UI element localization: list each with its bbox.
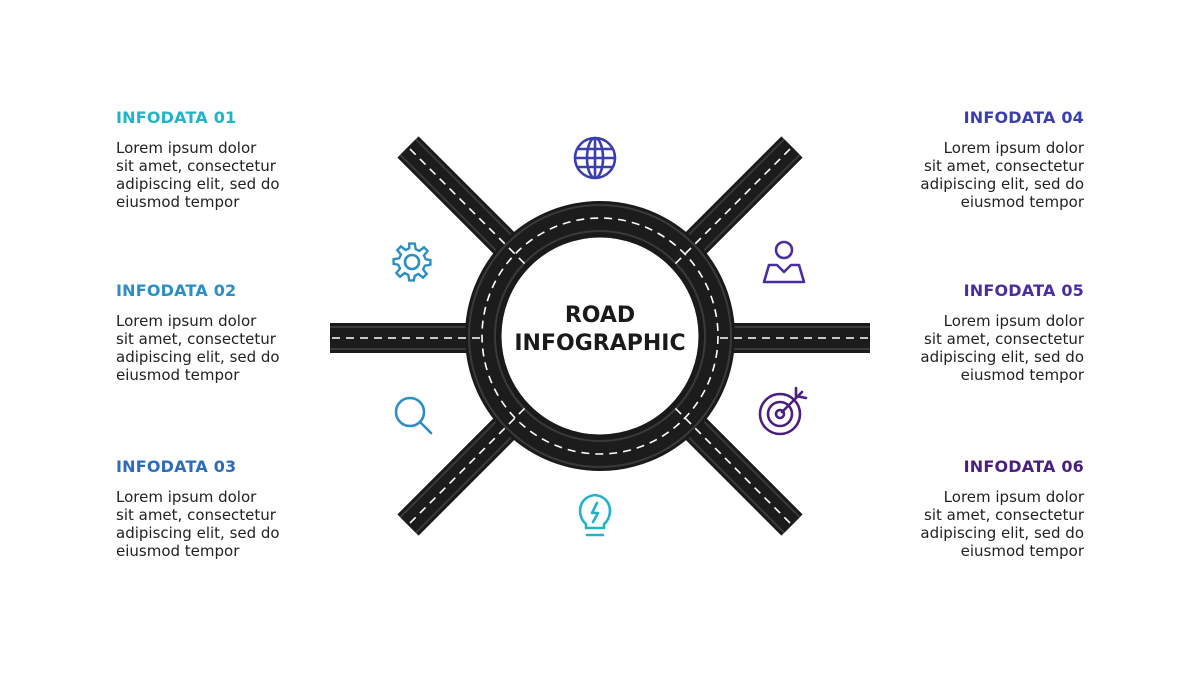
center-title: ROAD INFOGRAPHIC xyxy=(500,302,700,358)
infodata-06-title: INFODATA 06 xyxy=(963,457,1084,476)
infodata-05-text: Lorem ipsum dolor sit amet, consectetur … xyxy=(920,312,1084,384)
center-title-line2: INFOGRAPHIC xyxy=(514,331,686,356)
user-icon xyxy=(762,240,806,284)
infodata-05-block: INFODATA 05 Lorem ipsum dolor sit amet, … xyxy=(834,281,1084,384)
infodata-01-title: INFODATA 01 xyxy=(116,108,237,127)
infodata-06-text: Lorem ipsum dolor sit amet, consectetur … xyxy=(920,488,1084,560)
infodata-04-block: INFODATA 04 Lorem ipsum dolor sit amet, … xyxy=(834,108,1084,211)
target-icon xyxy=(758,386,808,436)
road-network xyxy=(330,136,870,536)
infodata-05-title: INFODATA 05 xyxy=(963,281,1084,300)
infodata-01-block: INFODATA 01 Lorem ipsum dolor sit amet, … xyxy=(116,108,366,211)
infodata-01-text: Lorem ipsum dolor sit amet, consectetur … xyxy=(116,139,280,211)
gear-icon xyxy=(392,242,432,282)
center-title-line1: ROAD xyxy=(564,303,636,328)
lightbulb-icon xyxy=(578,493,612,537)
search-icon xyxy=(394,396,433,435)
infodata-04-title: INFODATA 04 xyxy=(963,108,1084,127)
infodata-02-block: INFODATA 02 Lorem ipsum dolor sit amet, … xyxy=(116,281,366,384)
infodata-06-block: INFODATA 06 Lorem ipsum dolor sit amet, … xyxy=(834,457,1084,560)
infodata-04-text: Lorem ipsum dolor sit amet, consectetur … xyxy=(920,139,1084,211)
infodata-03-title: INFODATA 03 xyxy=(116,457,237,476)
infodata-03-block: INFODATA 03 Lorem ipsum dolor sit amet, … xyxy=(116,457,366,560)
roundabout-island xyxy=(498,234,702,438)
globe-icon xyxy=(573,136,617,180)
infodata-02-title: INFODATA 02 xyxy=(116,281,237,300)
infodata-02-text: Lorem ipsum dolor sit amet, consectetur … xyxy=(116,312,280,384)
infodata-03-text: Lorem ipsum dolor sit amet, consectetur … xyxy=(116,488,280,560)
